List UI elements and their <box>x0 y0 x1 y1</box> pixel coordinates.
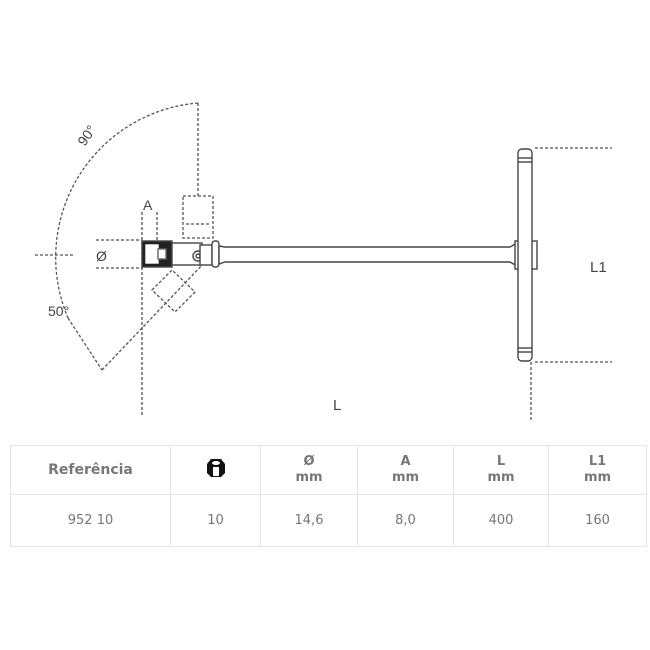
cell-l1: 160 <box>548 494 647 547</box>
header-reference: Referência <box>10 445 171 495</box>
cell-l: 400 <box>453 494 549 547</box>
dim-diameter-label: Ø <box>96 248 107 264</box>
hex-nut-icon <box>206 458 225 477</box>
cell-reference: 952 10 <box>10 494 171 547</box>
cell-diameter: 14,6 <box>260 494 358 547</box>
t-handle-wrench <box>141 148 538 362</box>
tool-technical-drawing: 90° 50° A Ø L L1 <box>35 102 612 420</box>
dim-l1-label: L1 <box>590 259 607 276</box>
header-nut-size <box>170 445 261 495</box>
angle-90-label: 90° <box>74 122 99 149</box>
cell-a: 8,0 <box>357 494 454 547</box>
rotation-arc <box>55 102 199 319</box>
angle-50-label: 50° <box>48 303 69 319</box>
table-row: 952 10 10 14,6 8,0 400 160 <box>10 494 647 547</box>
cell-nut-size: 10 <box>170 494 261 547</box>
dim-a-label: A <box>143 197 153 213</box>
dim-l-label: L <box>333 397 341 414</box>
